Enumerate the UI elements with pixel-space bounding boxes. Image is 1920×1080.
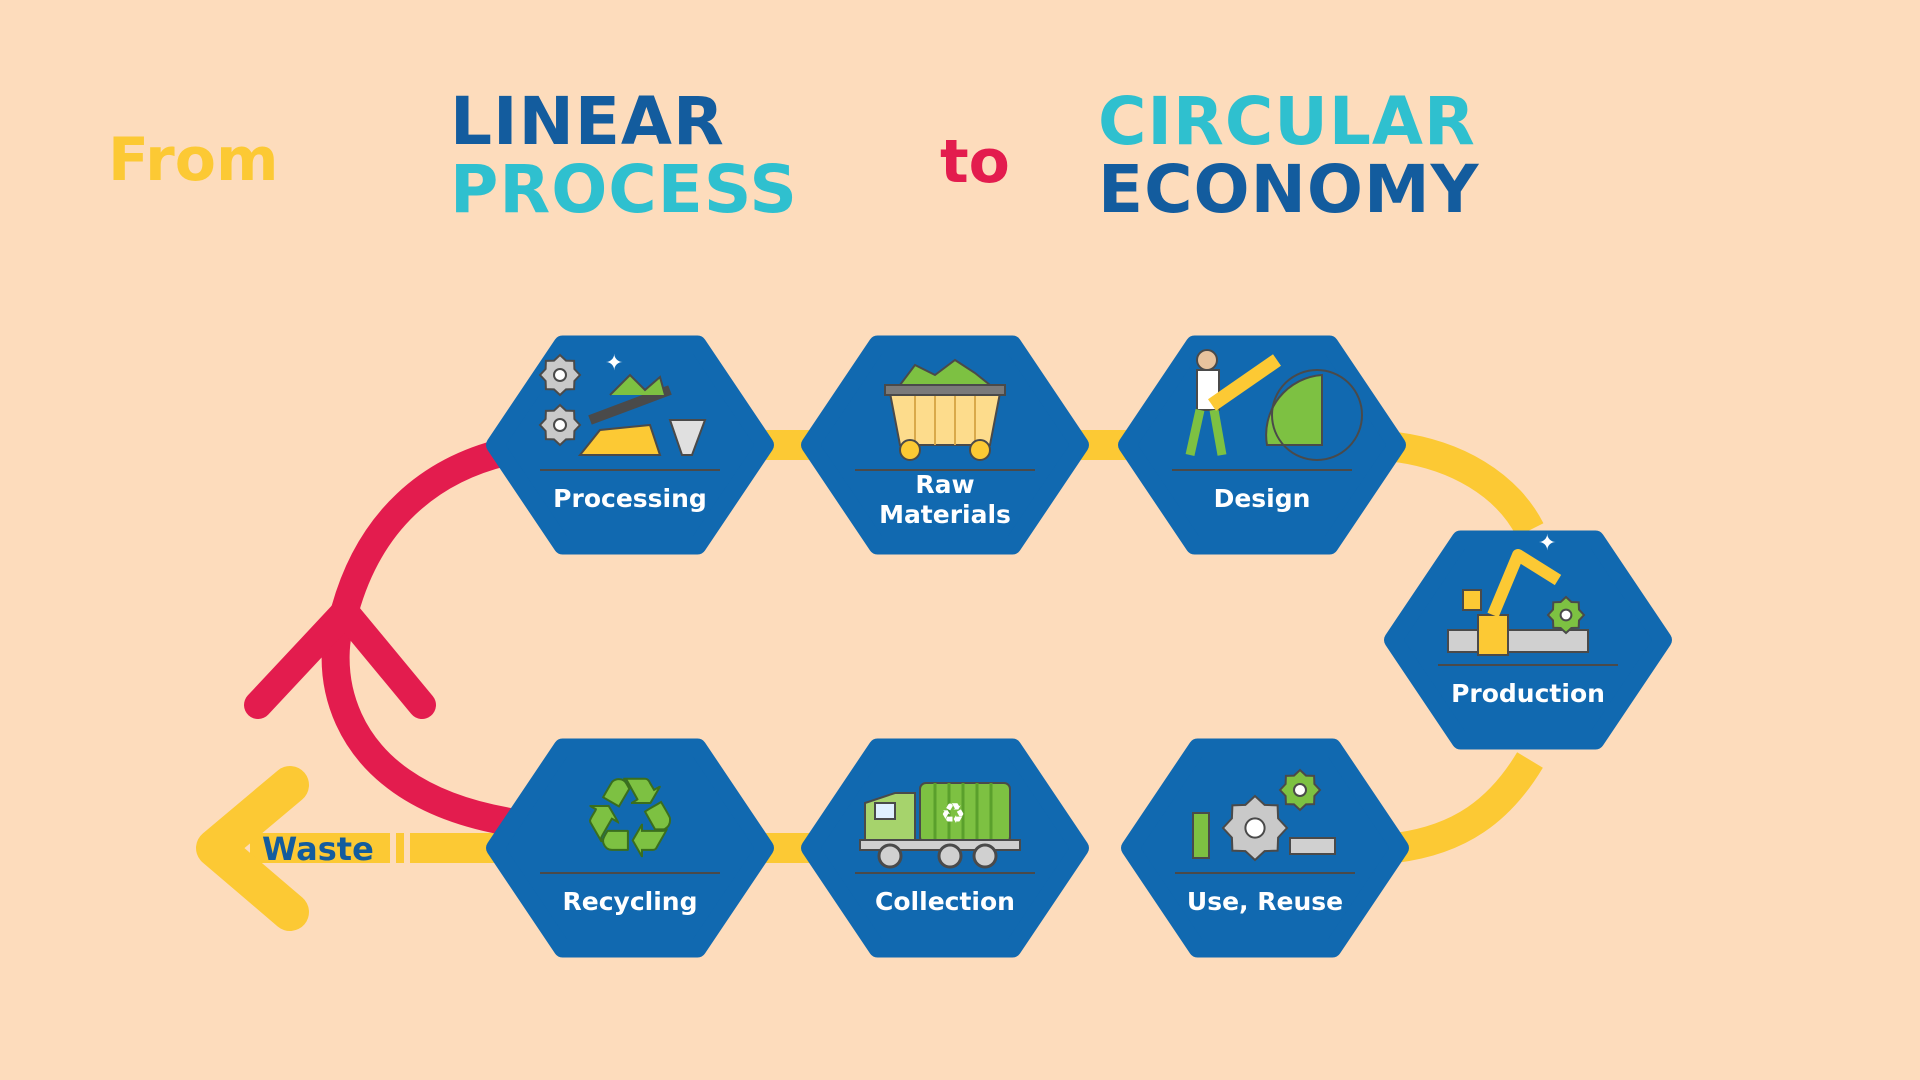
title-linear-line1: LINEAR [450, 83, 725, 160]
title-circular-economy: CIRCULAR ECONOMY [1098, 88, 1479, 224]
title-to: to [940, 127, 1010, 197]
stage-processing: ✦ Processing [486, 335, 774, 555]
svg-text:✦: ✦ [1538, 531, 1556, 556]
stage-label: Raw [915, 470, 974, 499]
processing-machine-icon: ✦ [538, 351, 707, 456]
stage-label: Materials [879, 500, 1011, 529]
stage-label: Design [1214, 484, 1311, 513]
stage-hexagon [486, 738, 774, 958]
stage-use-reuse: Use, Reuse [1121, 738, 1409, 958]
stage-label: Collection [875, 887, 1015, 916]
waste-gap-mark [390, 830, 396, 866]
waste-gap-mark [404, 830, 410, 866]
designer-pencil-icon [1185, 349, 1363, 461]
title-circular-line2: ECONOMY [1098, 151, 1480, 228]
return-arrow [244, 438, 524, 836]
svg-text:♻: ♻ [940, 797, 965, 830]
stage-design: Design [1118, 335, 1406, 555]
stage-label: Production [1451, 679, 1605, 708]
waste-arrow-head [196, 766, 309, 931]
recycle-icon: ♻ [580, 753, 681, 883]
stage-hexagon [1118, 335, 1406, 555]
stage-collection: ♻ Collection [801, 738, 1089, 958]
stage-label: Use, Reuse [1187, 887, 1343, 916]
stage-recycling: ♻ Recycling [486, 738, 774, 958]
stage-production: ✦ Production [1384, 530, 1672, 750]
waste-label: Waste [262, 830, 374, 868]
title-from: From [108, 125, 279, 195]
title-circular-line1: CIRCULAR [1098, 83, 1476, 160]
title-linear-process: LINEAR PROCESS [450, 88, 798, 224]
robot-arm-icon: ✦ [1447, 531, 1589, 656]
title-linear-line2: PROCESS [450, 151, 798, 228]
svg-text:♻: ♻ [581, 754, 680, 882]
svg-text:✦: ✦ [605, 351, 623, 376]
stage-label: Processing [553, 484, 707, 513]
stage-label: Recycling [563, 887, 698, 916]
mine-cart-icon [884, 358, 1006, 461]
gears-bolts-icon [1192, 768, 1336, 862]
garbage-truck-icon: ♻ [859, 782, 1021, 869]
